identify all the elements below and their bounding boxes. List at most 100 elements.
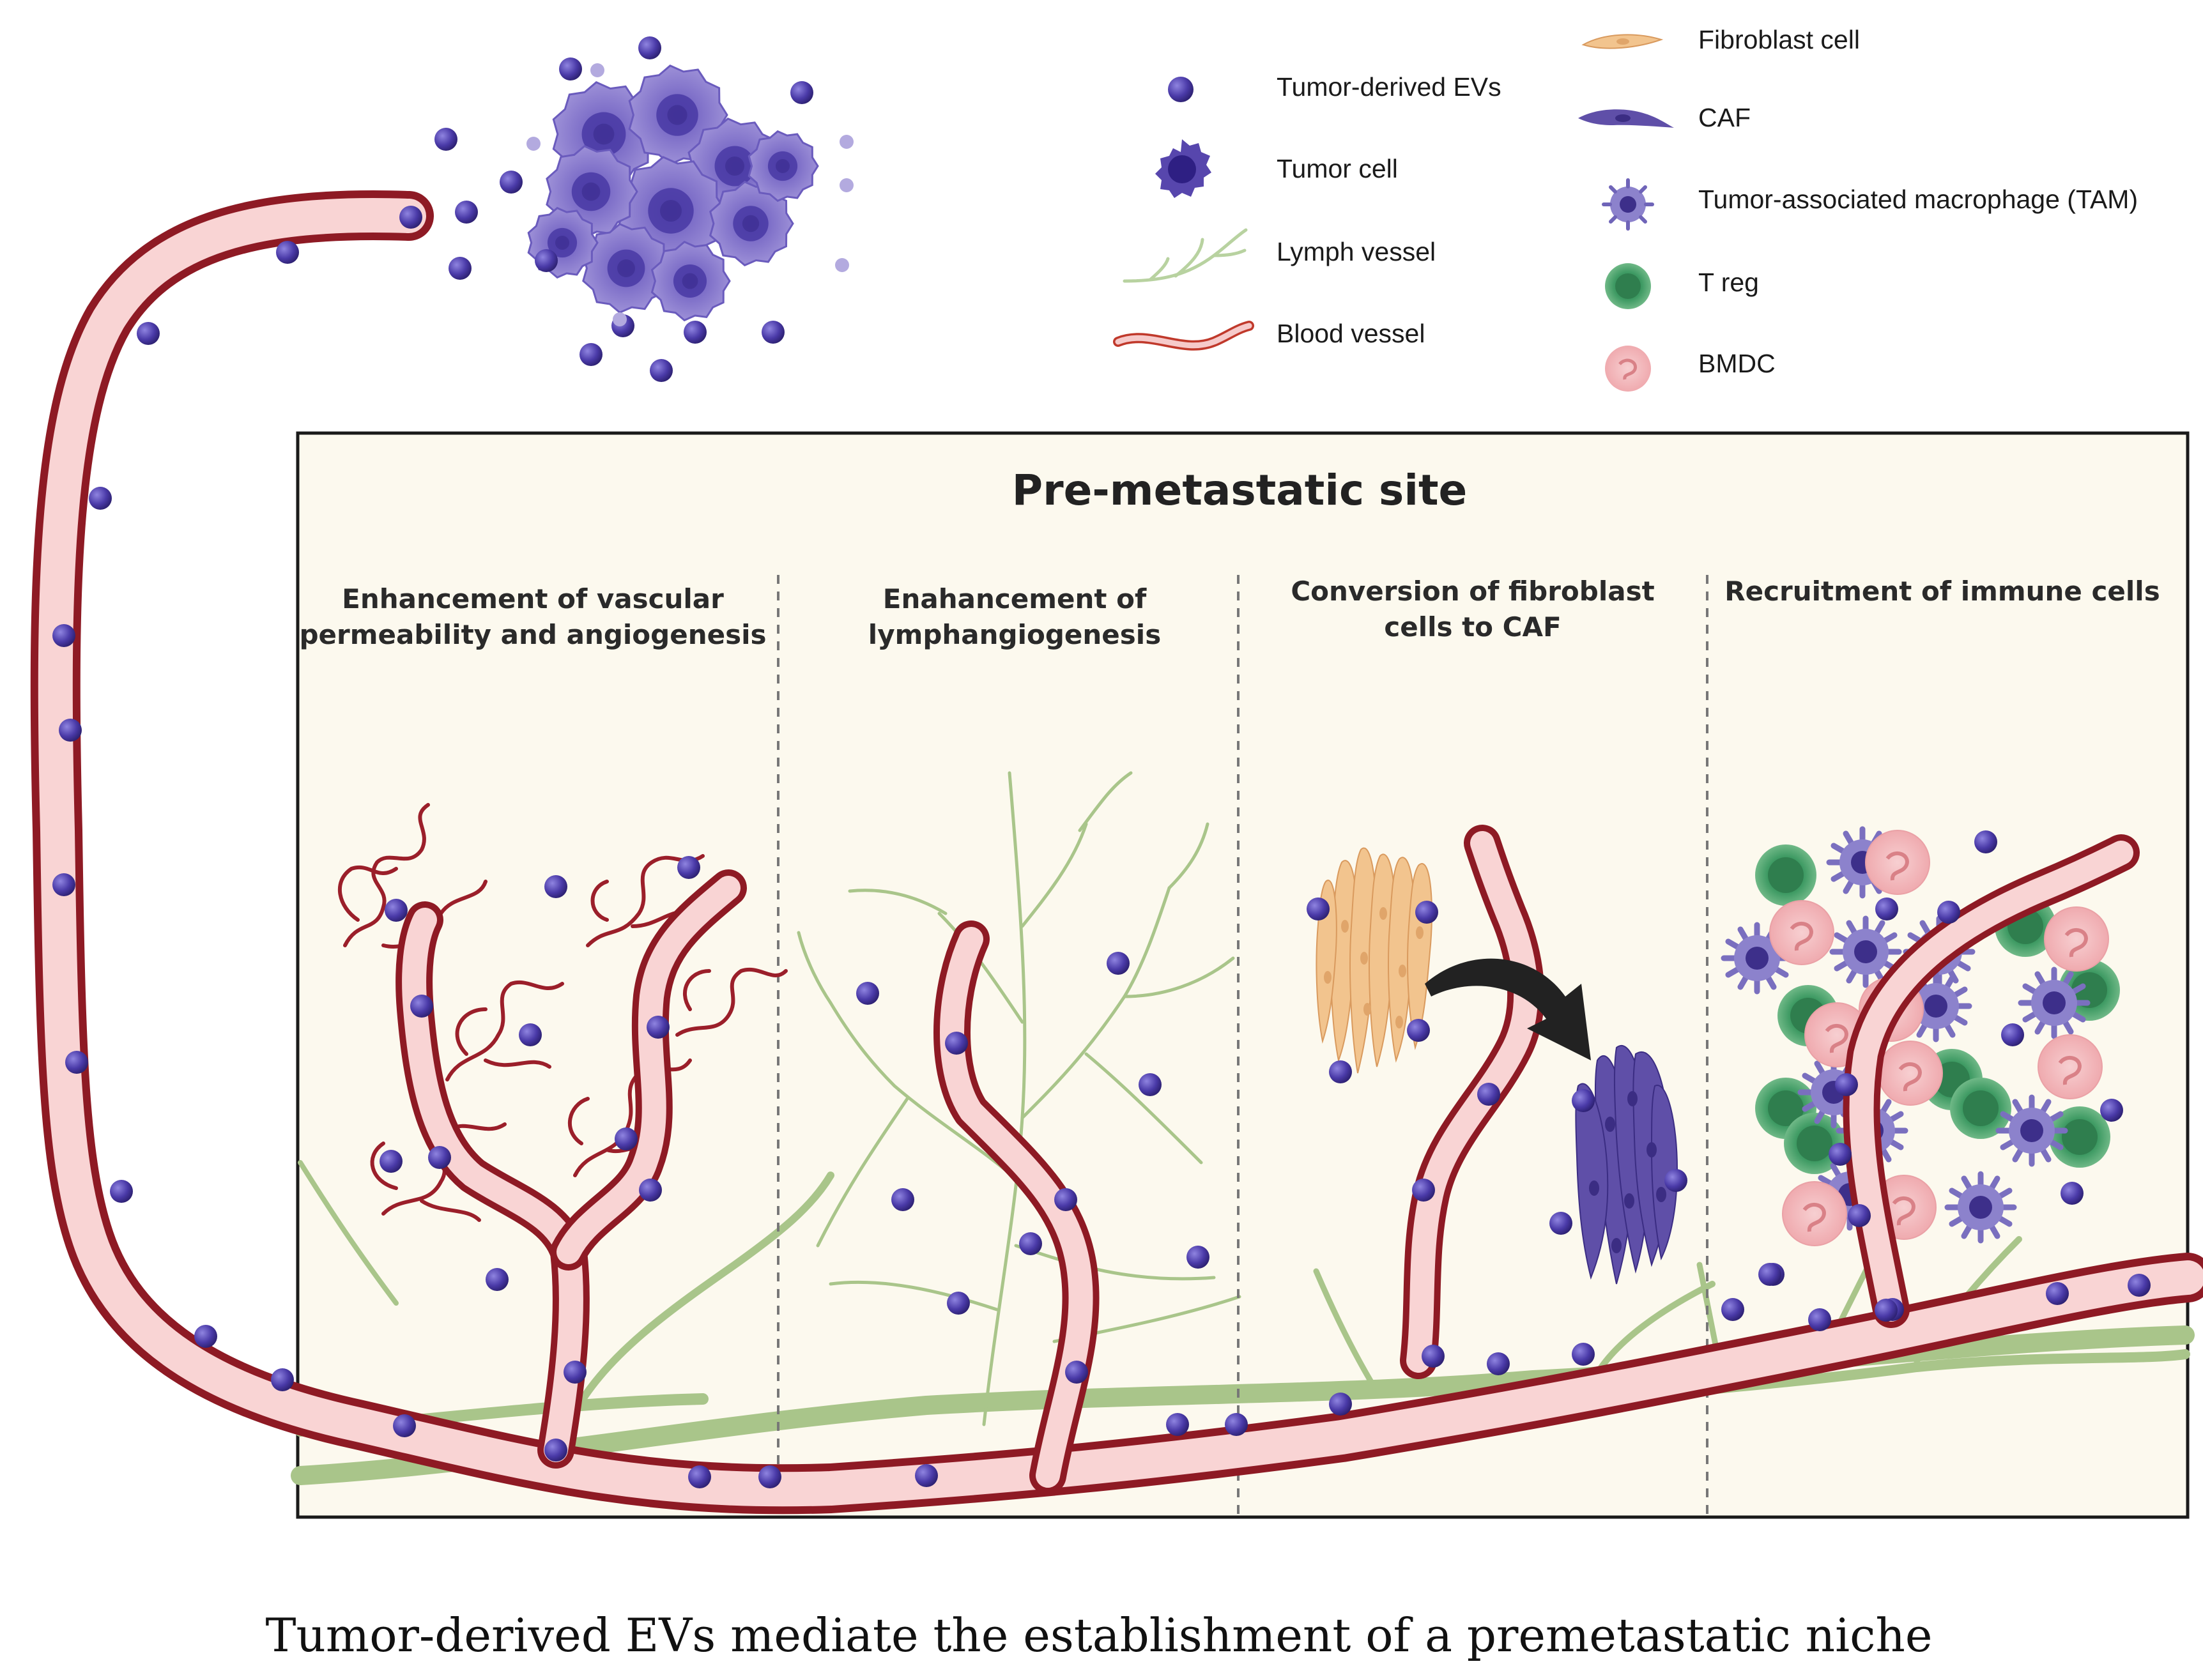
- column-3-title-line1: Conversion of fibroblast: [1291, 576, 1654, 607]
- ev-icon: [1168, 77, 1194, 102]
- treg-cell: [1950, 1078, 2011, 1139]
- ev-particle: [500, 171, 523, 194]
- fibroblast-icon: [1581, 34, 1664, 49]
- legend: Tumor-derived EVs Tumor cell Lymph vesse…: [1113, 25, 2138, 392]
- tam-cell: [1944, 1171, 2017, 1244]
- legend-label-bmdc: BMDC: [1698, 349, 1776, 378]
- ev-particle: [1186, 1246, 1209, 1269]
- figure-caption: Tumor-derived EVs mediate the establishm…: [266, 1608, 1933, 1662]
- ev-particle: [1875, 897, 1898, 920]
- ev-particle: [2100, 1099, 2123, 1122]
- legend-label-lymph-vessel: Lymph vessel: [1277, 237, 1436, 266]
- column-2-title-line1: Enahancement of: [883, 583, 1147, 615]
- legend-label-tumor-cell: Tumor cell: [1277, 154, 1398, 183]
- bmdc-cell: [1782, 1181, 1847, 1246]
- ev-particle: [762, 321, 785, 344]
- legend-label-ev: Tumor-derived EVs: [1277, 72, 1501, 102]
- ev-particle: [535, 249, 558, 272]
- bmdc-cell: [1878, 1041, 1943, 1106]
- ev-particle: [428, 1146, 451, 1169]
- ev-particle: [449, 257, 472, 280]
- legend-label-treg: T reg: [1698, 268, 1759, 297]
- tam-cell: [1995, 1094, 2068, 1167]
- ev-particle: [544, 875, 567, 898]
- bmdc-icon: [1605, 346, 1651, 392]
- ev-particle: [2046, 1282, 2069, 1305]
- ev-particle: [1875, 1299, 1898, 1322]
- ev-particle: [639, 1179, 662, 1202]
- ev-particle: [1329, 1060, 1352, 1083]
- column-2-title-line2: lymphangiogenesis: [868, 619, 1161, 650]
- tumor-cell: [582, 222, 672, 314]
- ev-particle: [856, 982, 879, 1005]
- legend-label-caf: CAF: [1698, 103, 1751, 132]
- legend-label-fibroblast: Fibroblast cell: [1698, 25, 1860, 54]
- tam-cell: [1900, 970, 1972, 1042]
- conversion-arrow-icon: [1425, 958, 1591, 1060]
- caf-cluster: [1575, 1045, 1678, 1285]
- ev-particle-small: [840, 178, 854, 192]
- tumor-cluster: [527, 65, 819, 322]
- ev-particle: [790, 81, 813, 104]
- ev-particle: [945, 1032, 968, 1055]
- ev-particle: [650, 359, 673, 382]
- ev-particle: [647, 1016, 670, 1039]
- ev-particle: [393, 1414, 416, 1437]
- ev-particle: [486, 1268, 509, 1291]
- ev-particle: [385, 899, 408, 922]
- bmdc-cell: [1865, 830, 1930, 895]
- ev-particle: [434, 128, 457, 151]
- tam-cell: [1829, 915, 1902, 988]
- ev-particle: [891, 1188, 914, 1211]
- ev-particle: [194, 1325, 217, 1348]
- ev-particle: [1549, 1212, 1572, 1235]
- ev-particle: [758, 1465, 781, 1488]
- tam-icon: [1602, 178, 1654, 231]
- bmdc-cell: [2038, 1034, 2103, 1099]
- ev-particle: [52, 873, 75, 896]
- ev-particle-small: [835, 258, 849, 272]
- ev-particle: [89, 487, 112, 510]
- ev-particle: [1572, 1343, 1595, 1366]
- ev-particle-small: [526, 137, 541, 151]
- column-4-vessel: [1843, 834, 2140, 1328]
- ev-particle: [59, 719, 82, 742]
- ev-particle: [455, 201, 478, 224]
- ev-particle: [559, 57, 582, 80]
- legend-label-blood-vessel: Blood vessel: [1277, 319, 1425, 348]
- ev-particle: [638, 36, 661, 59]
- ev-particle: [1487, 1352, 1510, 1375]
- caf-icon: [1578, 109, 1674, 128]
- ev-particle: [1225, 1413, 1248, 1436]
- ev-particle: [580, 343, 603, 366]
- ev-particle: [271, 1368, 294, 1391]
- tumor-cell: [650, 240, 731, 322]
- ev-particle: [915, 1464, 938, 1487]
- ev-particle: [276, 241, 299, 264]
- column-3-title-line2: cells to CAF: [1384, 611, 1561, 643]
- treg-icon: [1605, 263, 1651, 309]
- column-1-title-line1: Enhancement of vascular: [342, 583, 724, 615]
- treg-cell: [2049, 1106, 2110, 1168]
- ev-particle: [1412, 1179, 1435, 1202]
- ev-particle: [688, 1465, 711, 1488]
- ev-particle: [1019, 1232, 1042, 1255]
- treg-cell: [1755, 844, 1816, 906]
- ev-particle: [1415, 901, 1438, 924]
- ev-particle: [1848, 1204, 1871, 1227]
- ev-particle: [947, 1292, 970, 1315]
- ev-particle: [1407, 1019, 1430, 1042]
- ev-particle: [1829, 1143, 1852, 1166]
- ev-particle: [1307, 897, 1330, 920]
- ev-particle: [1835, 1073, 1858, 1096]
- column-titles: Enhancement of vascular permeability and…: [299, 576, 2160, 650]
- ev-particle: [1937, 901, 1960, 924]
- ev-particle: [1329, 1393, 1352, 1416]
- ev-particle: [1974, 830, 1997, 853]
- ev-particle: [1572, 1089, 1595, 1112]
- ev-particle: [65, 1051, 88, 1074]
- ev-particle: [1065, 1361, 1088, 1384]
- ev-particle: [1664, 1169, 1687, 1192]
- ev-particle: [1477, 1083, 1500, 1106]
